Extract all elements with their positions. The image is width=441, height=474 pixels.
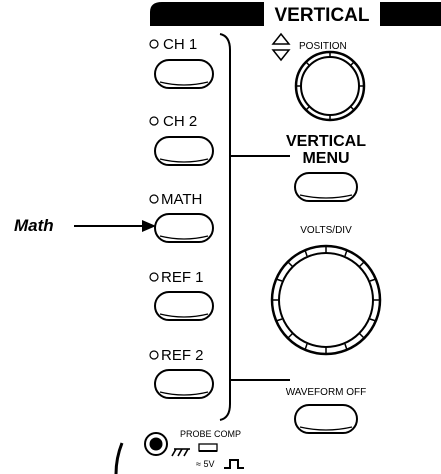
math-button[interactable] [154, 213, 214, 243]
volts-div-knob[interactable] [270, 244, 382, 356]
probe-comp-tab-icon [198, 443, 218, 452]
position-label: POSITION [299, 41, 347, 52]
math-callout-label: Math [14, 216, 54, 235]
panel-edge [114, 442, 124, 474]
waveform-off-button[interactable] [294, 404, 358, 434]
ground-icon [171, 448, 190, 457]
ref1-indicator-icon [149, 272, 159, 282]
math-callout-arrow [74, 220, 156, 232]
vertical-menu-button[interactable] [294, 172, 358, 202]
ch1-label: CH 1 [163, 36, 198, 53]
ch2-label: CH 2 [163, 113, 198, 130]
ref2-label: REF 2 [161, 347, 204, 364]
waveform-off-label: WAVEFORM OFF [285, 387, 367, 398]
header-title-background [264, 2, 380, 26]
probe-comp-terminal-icon[interactable] [144, 432, 168, 456]
probe-comp-voltage: ≈ 5V [196, 459, 215, 469]
ch2-button[interactable] [154, 136, 214, 166]
ref2-button[interactable] [154, 369, 214, 399]
math-label: MATH [161, 191, 203, 208]
ch1-indicator-icon [149, 39, 159, 49]
channel-bracket [219, 33, 231, 421]
ref1-label: REF 1 [161, 269, 204, 286]
ch1-button[interactable] [154, 59, 214, 89]
math-indicator-icon [149, 194, 159, 204]
square-wave-icon [224, 459, 244, 469]
position-arrows-icon [271, 32, 291, 62]
probe-comp-label: PROBE COMP [180, 429, 242, 439]
position-knob[interactable] [294, 50, 366, 122]
vertical-menu-label-line2: MENU [302, 150, 350, 167]
volts-div-label: VOLTS/DIV [300, 225, 352, 236]
header-title: VERTICAL [274, 5, 370, 26]
vertical-menu-label-line1: VERTICAL [286, 133, 366, 150]
ref1-button[interactable] [154, 291, 214, 321]
ch2-indicator-icon [149, 116, 159, 126]
ref2-indicator-icon [149, 350, 159, 360]
